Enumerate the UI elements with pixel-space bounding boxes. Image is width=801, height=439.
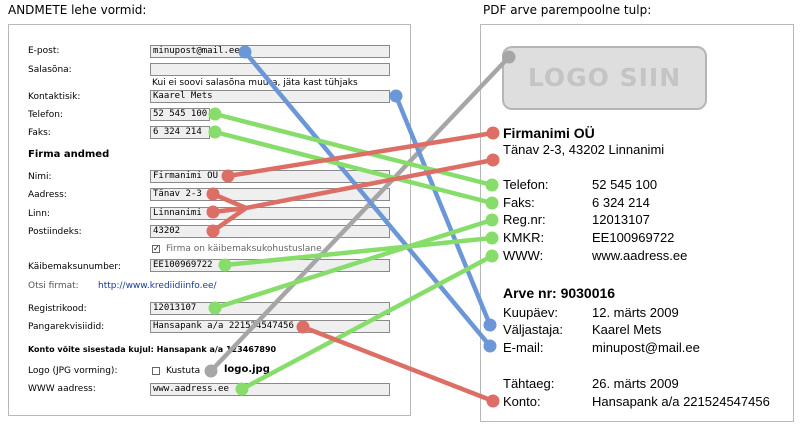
company-heading: Firma andmed: [28, 149, 110, 160]
link-bank: [300, 324, 496, 404]
pdf-email-label: E-mail:: [503, 340, 544, 355]
link-email-dot: [483, 339, 497, 353]
bank-account-label: Pangarekvisiidid:: [28, 322, 105, 332]
www-label: WWW aadress:: [28, 384, 96, 394]
pdf-email-value: minupost@mail.ee: [592, 340, 700, 355]
fax-label: Faks:: [28, 128, 51, 138]
pdf-www-value: www.aadress.ee: [592, 248, 688, 263]
link-logo-dot: [502, 50, 516, 64]
link-address-b-dot: [486, 153, 500, 167]
pdf-due-label: Tähtaeg:: [503, 376, 555, 391]
link-postal-dot: [206, 224, 220, 238]
pdf-phone-value: 52 545 100: [592, 177, 658, 192]
link-contact: [393, 93, 493, 328]
link-reg-code-dot: [485, 213, 499, 227]
link-logo: [208, 54, 512, 374]
pdf-www-label: WWW:: [503, 248, 544, 263]
pdf-regnr-value: 12013107: [592, 212, 650, 227]
vat-checkbox[interactable]: ✓: [152, 244, 160, 253]
link-bank-dot: [486, 394, 500, 408]
search-link-prefix: Otsi firmat:: [28, 281, 79, 291]
link-email: [242, 49, 493, 349]
logo-delete-label: Kustuta: [166, 366, 201, 376]
search-link[interactable]: http://www.krediidiinfo.ee/: [98, 281, 217, 291]
bank-account-input[interactable]: Hansapank a/a 221524547456: [150, 320, 390, 333]
vat-checkbox-label: Firma on käibemaksukohustuslane: [166, 244, 322, 254]
link-email-dot: [238, 45, 252, 59]
pdf-kmkr-label: KMKR:: [503, 230, 545, 245]
link-www-dot: [485, 249, 499, 263]
vat-number-label: Käibemaksunumber:: [28, 262, 121, 272]
email-label: E-post:: [28, 46, 60, 56]
link-name-dot: [486, 126, 500, 140]
www-input[interactable]: www.aadress.ee: [150, 383, 390, 396]
pdf-date-label: Kuupäev:: [503, 305, 558, 320]
email-input[interactable]: minupost@mail.ee: [150, 45, 390, 58]
link-name-dot: [221, 169, 235, 183]
link-vat-number-dot: [485, 231, 499, 245]
logo-label: Logo (JPG vorming):: [28, 366, 118, 376]
link-vat-number-dot: [218, 258, 232, 272]
link-reg-code-dot: [208, 301, 222, 315]
logo-filename: logo.jpg: [224, 364, 270, 375]
pdf-fax-value: 6 324 214: [592, 195, 650, 210]
link-phone-dot: [485, 178, 499, 192]
password-label: Salasõna:: [28, 65, 72, 75]
link-www: [239, 253, 495, 392]
link-bank-dot: [296, 320, 310, 334]
city-label: Linn:: [28, 209, 50, 219]
link-fax-dot: [208, 125, 222, 139]
pdf-kmkr-value: EE100969722: [592, 230, 675, 245]
pdf-date-value: 12. märts 2009: [592, 305, 679, 320]
pdf-issuer-label: Väljastaja:: [503, 322, 563, 337]
pdf-issuer-value: Kaarel Mets: [592, 322, 662, 337]
link-postal: [210, 205, 249, 234]
link-contact-dot: [483, 318, 497, 332]
password-input[interactable]: [150, 63, 390, 76]
link-contact-dot: [389, 89, 403, 103]
contact-input[interactable]: Kaarel Mets: [150, 90, 390, 103]
contact-label: Kontaktisik:: [28, 92, 81, 102]
pdf-account-label: Konto:: [503, 394, 541, 409]
pdf-invoice-title: Arve nr: 9030016: [503, 285, 616, 301]
link-address-b: [243, 157, 496, 211]
right-caption: PDF arve parempoolne tulp:: [483, 3, 652, 17]
link-vat-number: [222, 235, 495, 268]
address-label: Aadress:: [28, 190, 67, 200]
pdf-regnr-label: Reg.nr:: [503, 212, 546, 227]
link-logo-dot: [204, 364, 218, 378]
postal-label: Postiindeks:: [28, 227, 82, 237]
pdf-company-address: Tänav 2-3, 43202 Linnanimi: [503, 142, 665, 157]
link-fax: [212, 129, 495, 206]
pdf-account-value: Hansapank a/a 221524547456: [592, 394, 770, 409]
pdf-logo-placeholder: LOGO SIIN: [502, 46, 707, 110]
logo-delete-checkbox[interactable]: [152, 367, 160, 375]
pdf-fax-label: Faks:: [503, 195, 535, 210]
left-caption: ANDMETE lehe vormid:: [8, 3, 147, 17]
form-panel: [8, 24, 411, 416]
pdf-phone-label: Telefon:: [503, 177, 549, 192]
link-city-dot: [206, 205, 220, 219]
link-name: [225, 130, 496, 179]
reg-code-label: Registrikood:: [28, 304, 87, 314]
link-fax-dot: [485, 196, 499, 210]
phone-input[interactable]: 52 545 100: [150, 108, 210, 121]
pdf-company-name: Firmanimi OÜ: [503, 125, 595, 141]
link-phone-dot: [208, 107, 222, 121]
link-phone: [212, 111, 495, 188]
phone-label: Telefon:: [28, 110, 63, 120]
bank-note: Konto võite sisestada kujul: Hansapank a…: [28, 345, 277, 354]
pdf-due-value: 26. märts 2009: [592, 376, 679, 391]
password-hint: Kui ei soovi salasõna muuta, jäta kast t…: [152, 78, 358, 88]
link-www-dot: [235, 382, 249, 396]
name-label: Nimi:: [28, 172, 52, 182]
link-reg-code: [212, 217, 495, 311]
link-address-a-dot: [206, 187, 220, 201]
